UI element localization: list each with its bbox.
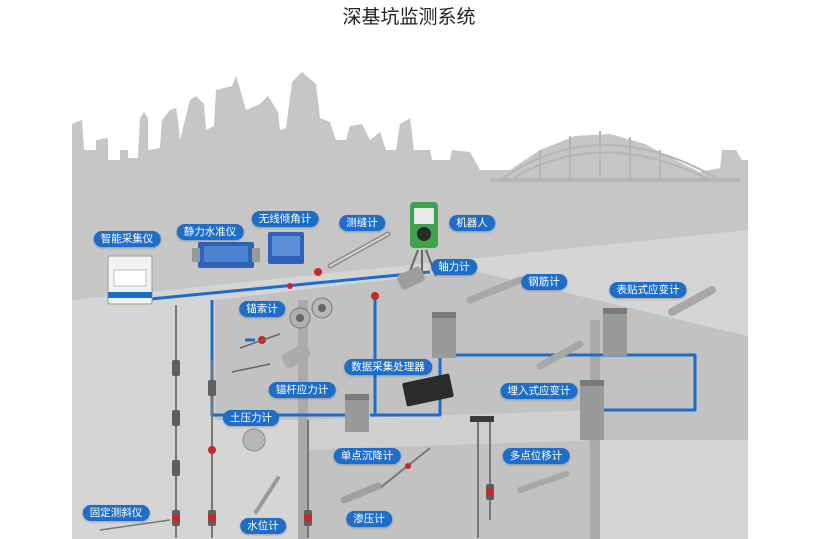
label-surface-strain-gauge: 表贴式应变计 <box>609 282 687 298</box>
label-multipoint-displacement: 多点位移计 <box>502 448 570 464</box>
red-sensor-markers <box>172 268 618 522</box>
earth-pressure-cell-device <box>242 428 266 452</box>
label-crack-meter: 测缝计 <box>339 215 385 231</box>
embedded-strain-gauge-device <box>536 340 584 370</box>
label-rebar-meter: 钢筋计 <box>521 274 567 290</box>
label-static-level: 静力水准仪 <box>176 224 244 240</box>
data-processor-device <box>402 373 454 407</box>
label-earth-pressure-cell: 土压力计 <box>223 410 279 426</box>
anchor-rod-stress-device <box>231 343 311 373</box>
label-data-processor: 数据采集处理器 <box>344 359 432 375</box>
fixed-inclinometer-device <box>99 519 171 531</box>
surface-strain-gauge-device <box>668 286 716 316</box>
multipoint-displacement-device <box>470 416 569 493</box>
label-single-point-settlement: 单点沉降计 <box>333 448 401 464</box>
label-wireless-inclinometer: 无线倾角计 <box>251 211 319 227</box>
anchor-cable-meter-device <box>239 297 333 349</box>
label-water-level-gauge: 水位计 <box>240 518 286 534</box>
label-embedded-strain-gauge: 埋入式应变计 <box>500 383 578 399</box>
water-level-gauge-device <box>254 476 280 514</box>
intelligent-collector-device <box>107 255 153 305</box>
support-columns <box>345 308 627 440</box>
diagram-title: 深基坑监测系统 <box>342 6 476 28</box>
retaining-wall-left <box>298 300 308 539</box>
label-anchor-rod-stress-meter: 锚杆应力计 <box>268 382 336 398</box>
label-fixed-inclinometer: 固定测斜仪 <box>82 505 150 521</box>
crack-meter-device <box>327 231 391 269</box>
label-axial-force-meter: 轴力计 <box>431 259 477 275</box>
static-level-device <box>192 242 260 268</box>
label-anchor-cable-meter: 锚索计 <box>239 301 285 317</box>
harbour-bridge <box>490 131 740 182</box>
axial-force-meter-device <box>397 266 425 290</box>
wireless-inclinometer-device <box>268 232 304 264</box>
label-robot: 机器人 <box>449 215 495 231</box>
label-piezometer: 渗压计 <box>346 511 392 527</box>
pit-floor <box>300 410 600 450</box>
label-intelligent-collector: 智能采集仪 <box>93 231 161 247</box>
piezometer-device <box>340 482 382 504</box>
rebar-meter-device <box>466 276 524 304</box>
single-point-settlement-device <box>379 447 431 489</box>
